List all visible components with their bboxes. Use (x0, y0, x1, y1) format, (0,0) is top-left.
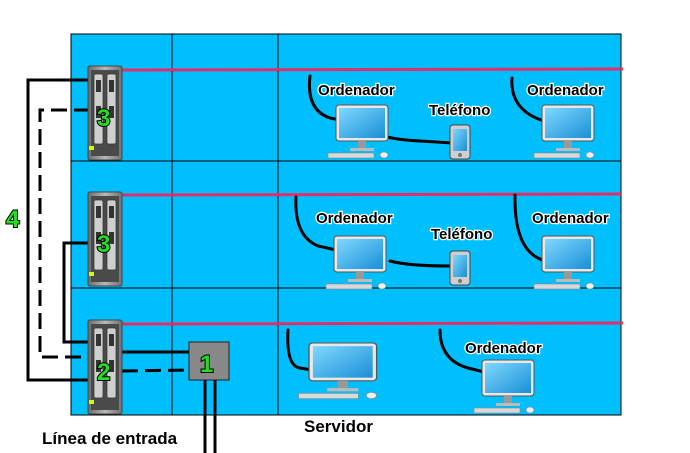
cable-mid-loop (62, 241, 90, 344)
number-3-middle: 3 (97, 231, 110, 258)
label-ordenador-5: Ordenador (465, 340, 542, 357)
cable-rack-to-box-dashed (121, 368, 191, 373)
pink-lines (121, 67, 624, 326)
label-ordenador-2: Ordenador (527, 82, 604, 99)
label-ordenador-3: Ordenador (316, 210, 393, 227)
number-1: 1 (200, 351, 213, 378)
cable-solid-loop (26, 78, 90, 382)
pink-line-bottom (121, 321, 624, 326)
label-ordenador-4: Ordenador (532, 210, 609, 227)
phone-middle (449, 250, 471, 286)
pink-line-middle (121, 192, 622, 197)
label-telefono-2: Teléfono (431, 226, 492, 243)
number-4: 4 (6, 206, 20, 233)
label-ordenador-1: Ordenador (318, 82, 395, 99)
phone-top (449, 124, 471, 160)
pink-line-top (121, 67, 624, 72)
number-2: 2 (97, 359, 110, 386)
label-telefono-1: Teléfono (429, 102, 490, 119)
number-3-top: 3 (97, 105, 110, 132)
left-cabling (26, 78, 217, 453)
cable-dashed-loop (38, 108, 90, 359)
router-box (188, 341, 230, 381)
label-servidor: Servidor (304, 417, 373, 436)
device-cables (286, 74, 548, 374)
label-linea-entrada: Línea de entrada (42, 429, 178, 448)
